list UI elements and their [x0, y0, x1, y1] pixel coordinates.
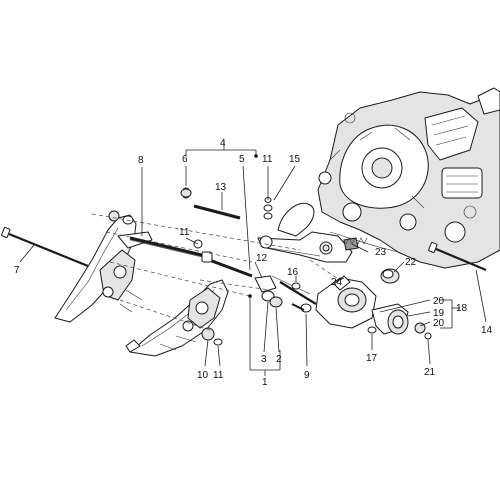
housing-18: [315, 277, 409, 335]
rod-5: [201, 251, 253, 278]
label-18: 18: [456, 303, 468, 314]
label-2: 2: [276, 354, 282, 365]
label-1: 1: [262, 377, 268, 388]
left-bracket-upper: [54, 214, 153, 323]
label-14: 14: [481, 325, 493, 336]
long-bolt-7: [1, 226, 89, 268]
label-5: 5: [239, 154, 245, 165]
swing-arm-link: [257, 202, 359, 263]
small-fasteners: [108, 188, 432, 346]
label-15: 15: [289, 154, 301, 165]
label-10: 10: [197, 370, 209, 381]
label-22: 22: [405, 257, 417, 268]
label-6: 6: [182, 154, 188, 165]
long-bolt-14: [428, 241, 487, 272]
label-11-low: 11: [213, 370, 224, 381]
part-number-labels: 4 6 5 11 15 8 13 11 7 12 16 23 22 24 20 …: [14, 138, 493, 388]
label-17: 17: [366, 353, 378, 364]
label-4: 4: [220, 138, 226, 149]
right-bracket-lower: [125, 279, 229, 357]
label-11-mid: 11: [179, 227, 190, 238]
pin-9: [291, 303, 312, 313]
label-24: 24: [331, 277, 343, 288]
label-19: 19: [433, 308, 445, 319]
explosion-guides: [91, 213, 341, 331]
label-8: 8: [138, 155, 144, 166]
label-23: 23: [375, 247, 387, 258]
label-9: 9: [304, 370, 310, 381]
bushing-parts: [254, 275, 317, 308]
cap-22: [380, 268, 400, 284]
label-20-top: 20: [433, 296, 445, 307]
label-7: 7: [14, 265, 20, 276]
label-16: 16: [287, 267, 299, 278]
label-11-top: 11: [262, 154, 273, 165]
spring-23: [345, 237, 368, 245]
shaft-8: [129, 236, 207, 259]
label-20-bottom: 20: [433, 318, 445, 329]
label-3: 3: [261, 354, 267, 365]
label-12: 12: [256, 253, 268, 264]
label-13: 13: [215, 182, 227, 193]
label-21: 21: [424, 367, 436, 378]
leader-lines: [19, 140, 487, 376]
engine-assembly: [317, 87, 500, 269]
